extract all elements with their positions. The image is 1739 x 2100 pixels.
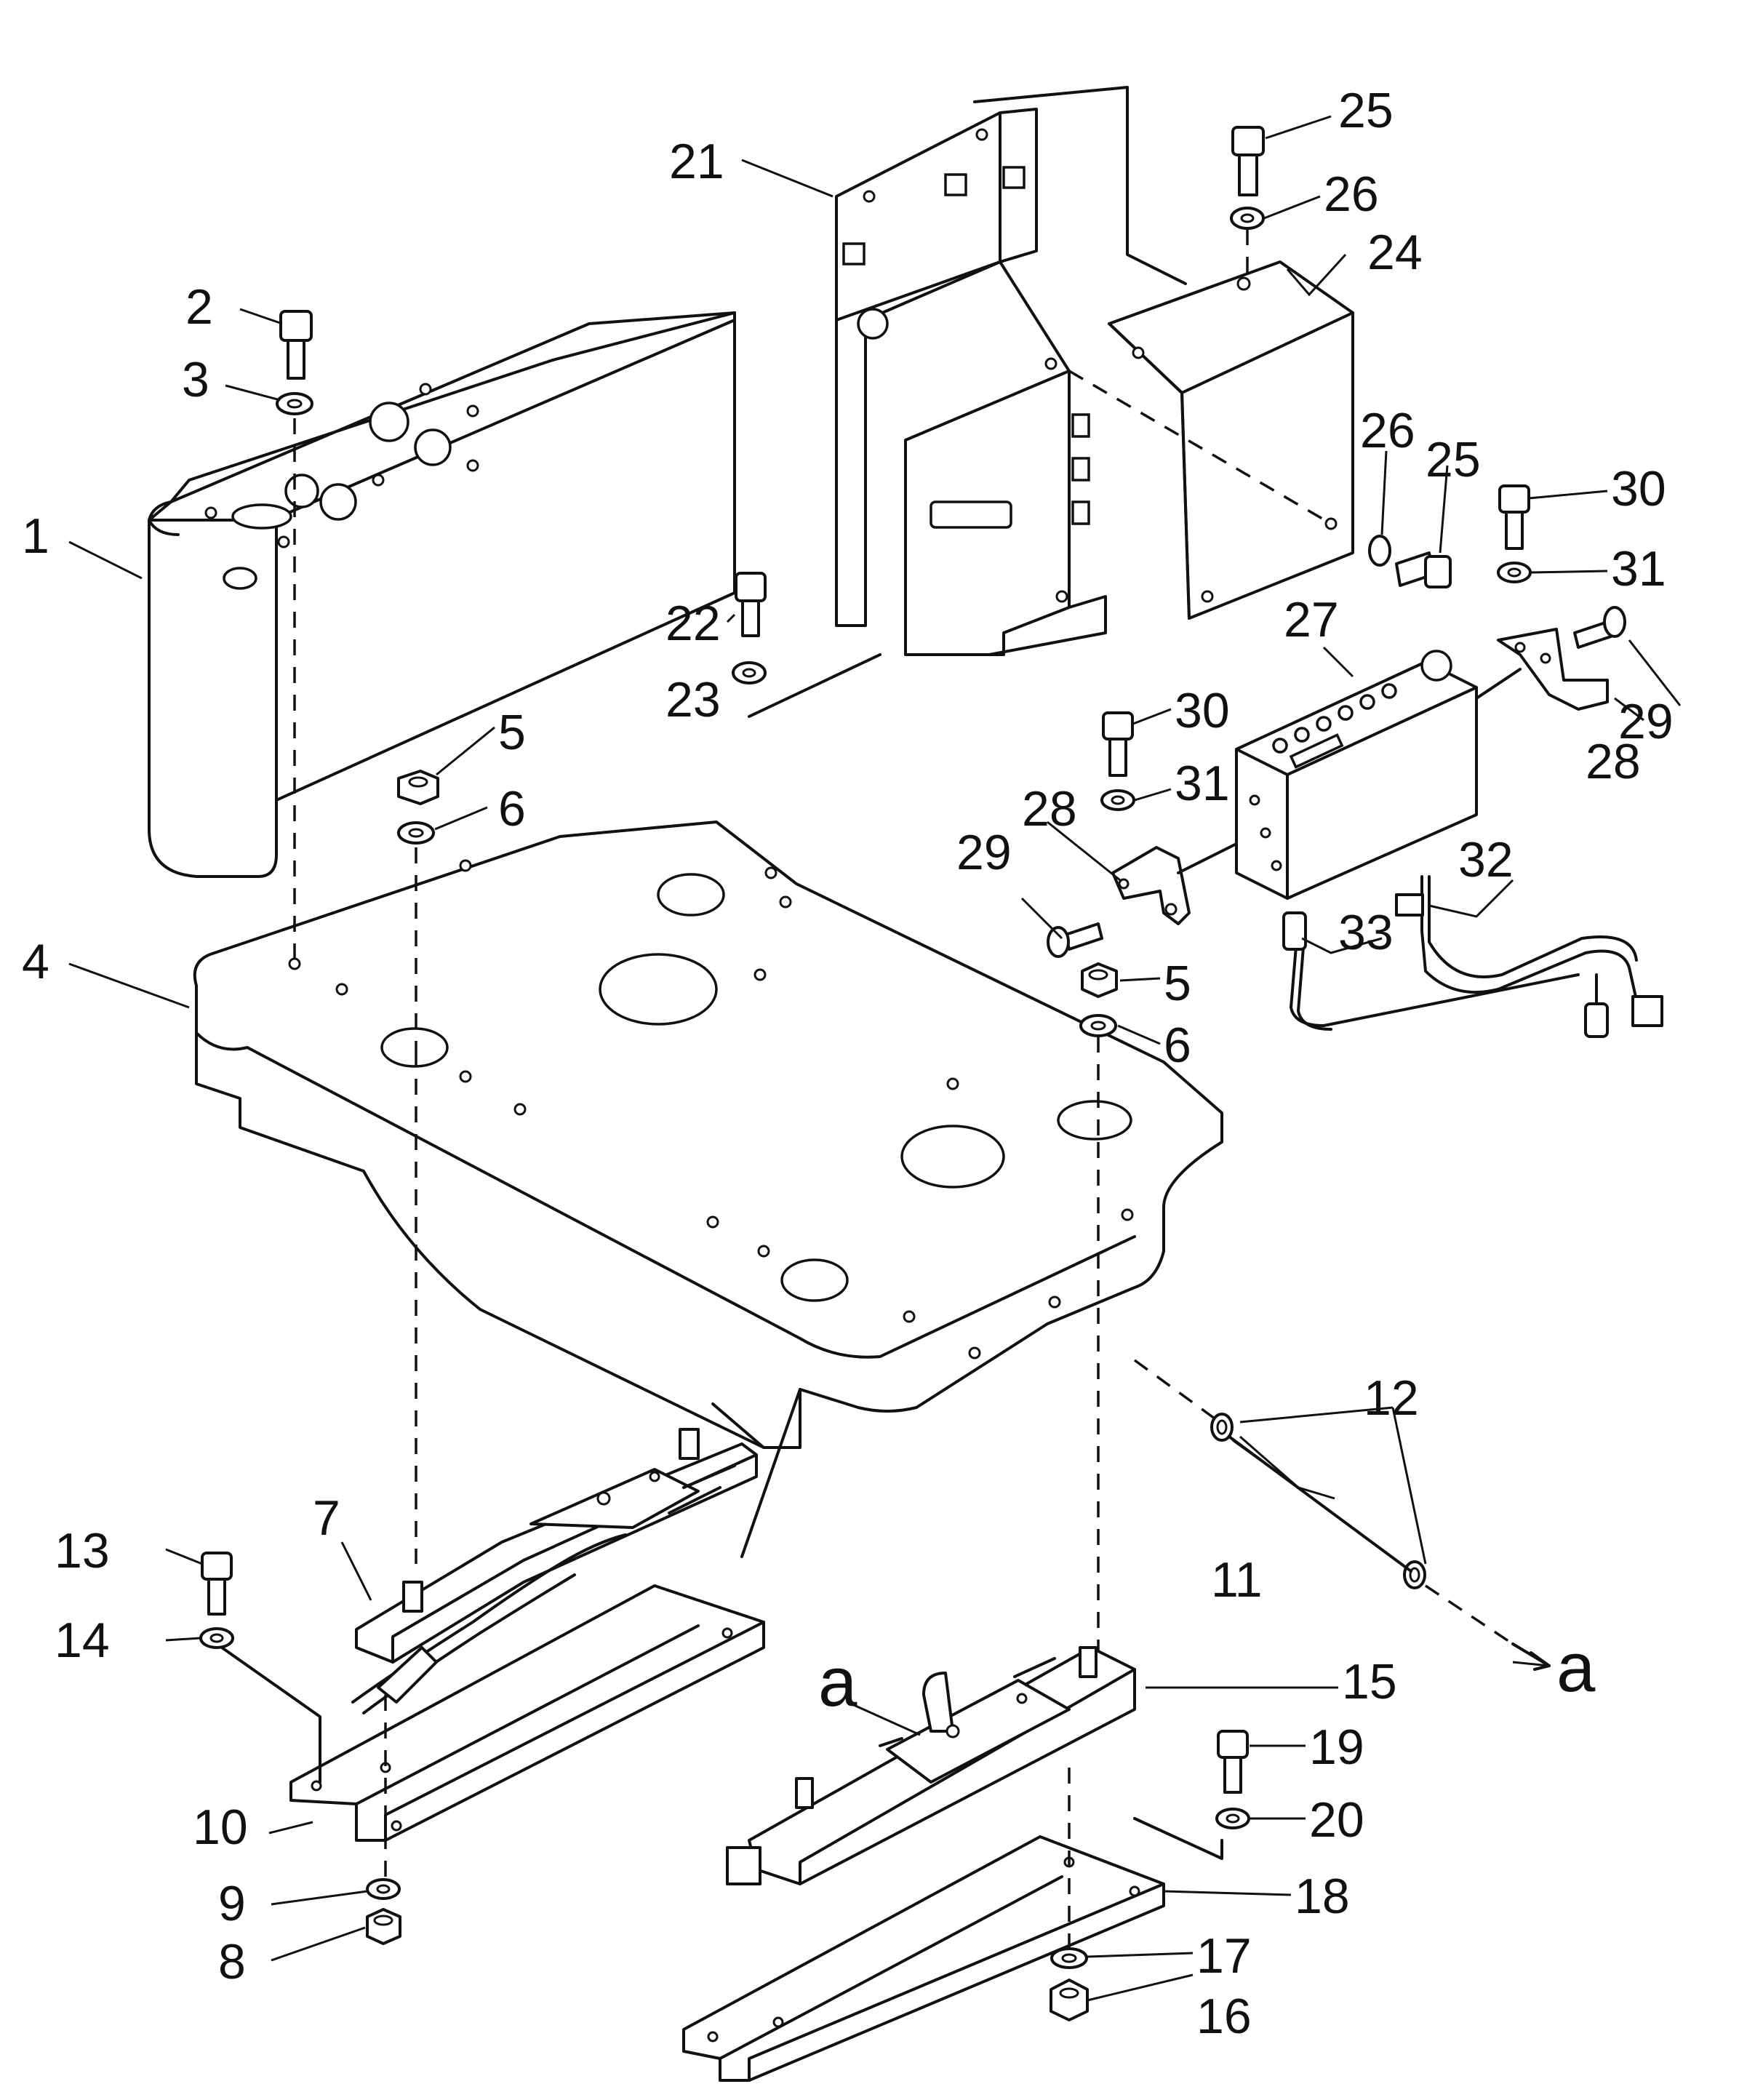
label-30-left: 30 bbox=[1175, 683, 1230, 738]
label-28-left: 28 bbox=[1022, 781, 1077, 837]
nut-5-right bbox=[1081, 962, 1118, 998]
bolt-25-top bbox=[1231, 126, 1265, 156]
label-26-top: 26 bbox=[1324, 167, 1379, 222]
label-14: 14 bbox=[55, 1613, 110, 1668]
part-32-33-harness bbox=[1282, 875, 1663, 1038]
label-16: 16 bbox=[1196, 1989, 1252, 2044]
part-24-cover-box bbox=[1068, 260, 1354, 620]
fastener-parts bbox=[199, 126, 1626, 2021]
bolt-2 bbox=[279, 310, 313, 342]
label-25-side: 25 bbox=[1426, 432, 1481, 487]
ring-12-lower bbox=[1403, 1560, 1426, 1589]
screw-29-left bbox=[1064, 922, 1103, 951]
label-23: 23 bbox=[665, 672, 721, 727]
label-25-top: 25 bbox=[1338, 83, 1394, 138]
label-29-left: 29 bbox=[956, 825, 1012, 880]
label-4: 4 bbox=[22, 934, 49, 989]
label-32: 32 bbox=[1458, 832, 1514, 887]
label-31-left: 31 bbox=[1175, 756, 1230, 811]
label-24: 24 bbox=[1367, 225, 1423, 280]
part-number-labels: 1 2 3 4 5 6 5 6 7 8 9 10 11 12 13 14 15 … bbox=[22, 83, 1674, 2044]
washer-31-left bbox=[1100, 789, 1135, 811]
washer-31-right bbox=[1497, 562, 1532, 583]
part-21-panel bbox=[748, 86, 1187, 718]
label-15: 15 bbox=[1342, 1654, 1397, 1709]
label-7: 7 bbox=[313, 1490, 340, 1546]
label-11: 11 bbox=[1211, 1552, 1263, 1608]
label-9: 9 bbox=[218, 1876, 246, 1931]
leader-lines bbox=[68, 115, 1682, 2002]
bolt-22 bbox=[735, 572, 767, 602]
washer-26-side bbox=[1368, 535, 1391, 567]
part-7-seat-rail-left bbox=[351, 1428, 758, 1714]
nut-16 bbox=[1050, 1979, 1089, 2021]
part-28-bracket-right bbox=[1475, 628, 1609, 711]
label-28-right: 28 bbox=[1586, 734, 1641, 789]
label-26-side: 26 bbox=[1360, 403, 1415, 458]
label-6-right: 6 bbox=[1164, 1018, 1191, 1073]
label-22: 22 bbox=[665, 596, 721, 651]
washer-20 bbox=[1215, 1808, 1250, 1829]
label-2: 2 bbox=[185, 279, 213, 335]
label-5-left: 5 bbox=[498, 705, 526, 760]
washer-6-left bbox=[397, 821, 435, 845]
ref-a-right: a bbox=[1556, 1629, 1596, 1706]
label-1: 1 bbox=[22, 508, 49, 564]
washer-17 bbox=[1050, 1947, 1088, 1969]
part-15-seat-rail-right bbox=[726, 1646, 1136, 1885]
washer-14 bbox=[199, 1627, 234, 1649]
part-27-controller bbox=[1235, 650, 1478, 900]
label-30-right: 30 bbox=[1611, 461, 1666, 516]
label-18: 18 bbox=[1295, 1869, 1350, 1924]
washer-23 bbox=[732, 661, 767, 684]
label-8: 8 bbox=[218, 1934, 246, 1989]
assembly-center-lines bbox=[293, 229, 1249, 1949]
washer-3 bbox=[276, 392, 313, 415]
label-20: 20 bbox=[1309, 1792, 1364, 1848]
bolt-30-right bbox=[1498, 484, 1530, 514]
label-29-right: 29 bbox=[1618, 694, 1674, 749]
label-19: 19 bbox=[1309, 1720, 1364, 1775]
bolt-2-shank bbox=[287, 339, 305, 380]
washer-6-right bbox=[1079, 1014, 1117, 1037]
label-12: 12 bbox=[1364, 1370, 1419, 1426]
label-6-left: 6 bbox=[498, 781, 526, 837]
label-27: 27 bbox=[1284, 592, 1339, 647]
ring-12-upper bbox=[1210, 1413, 1234, 1442]
ref-a-left: a bbox=[818, 1643, 857, 1721]
bolt-13 bbox=[201, 1552, 233, 1581]
reference-marks: a a bbox=[818, 1629, 1596, 1721]
label-3: 3 bbox=[182, 352, 209, 407]
label-31-right: 31 bbox=[1611, 541, 1666, 596]
label-17: 17 bbox=[1196, 1928, 1252, 1984]
part-1-support-box bbox=[148, 311, 736, 878]
bolt-30-left bbox=[1102, 711, 1134, 740]
part-18-rail-right bbox=[682, 1817, 1223, 2082]
part-4-floor-plate bbox=[193, 821, 1223, 1558]
label-5-right: 5 bbox=[1164, 956, 1191, 1011]
label-21: 21 bbox=[669, 134, 724, 189]
washer-9 bbox=[366, 1878, 401, 1900]
label-33: 33 bbox=[1338, 905, 1394, 960]
label-13: 13 bbox=[55, 1523, 110, 1578]
nut-8 bbox=[366, 1908, 401, 1945]
label-10: 10 bbox=[193, 1800, 248, 1855]
part-28-bracket-left bbox=[1111, 842, 1238, 925]
washer-26-top bbox=[1230, 207, 1265, 230]
bolt-19 bbox=[1217, 1730, 1249, 1759]
